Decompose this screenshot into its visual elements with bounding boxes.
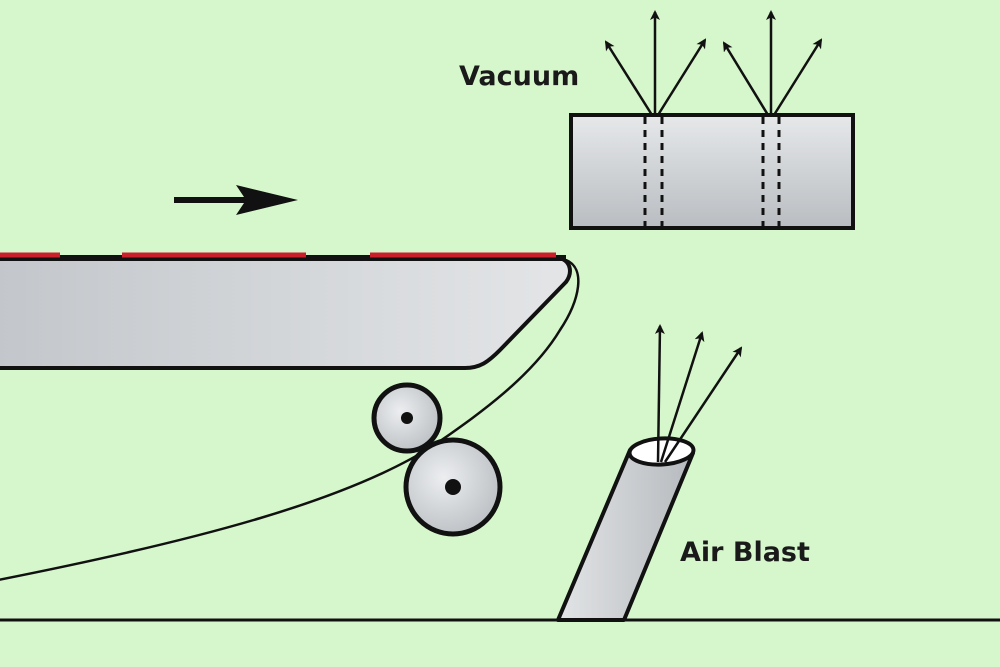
roller-large	[403, 437, 503, 537]
arrow-up-right	[656, 38, 707, 116]
arrow-up-right	[772, 38, 823, 116]
air-blast-label: Air Blast	[680, 537, 810, 568]
vacuum-ports	[643, 117, 781, 226]
air-blast-nozzle	[556, 436, 696, 622]
vacuum-box	[569, 113, 855, 230]
arrow-up-left	[604, 40, 654, 116]
conveyor-belt	[0, 256, 572, 370]
arrow-up	[654, 324, 665, 463]
air-blast-arrows	[654, 324, 743, 463]
roller-small	[371, 382, 443, 454]
vacuum-arrows	[604, 10, 823, 116]
direction-arrow	[174, 185, 298, 215]
vacuum-label: Vacuum	[459, 61, 580, 92]
arrow-up-left	[722, 41, 770, 116]
arrow-up-right	[659, 331, 705, 463]
arrow-right	[663, 346, 743, 463]
